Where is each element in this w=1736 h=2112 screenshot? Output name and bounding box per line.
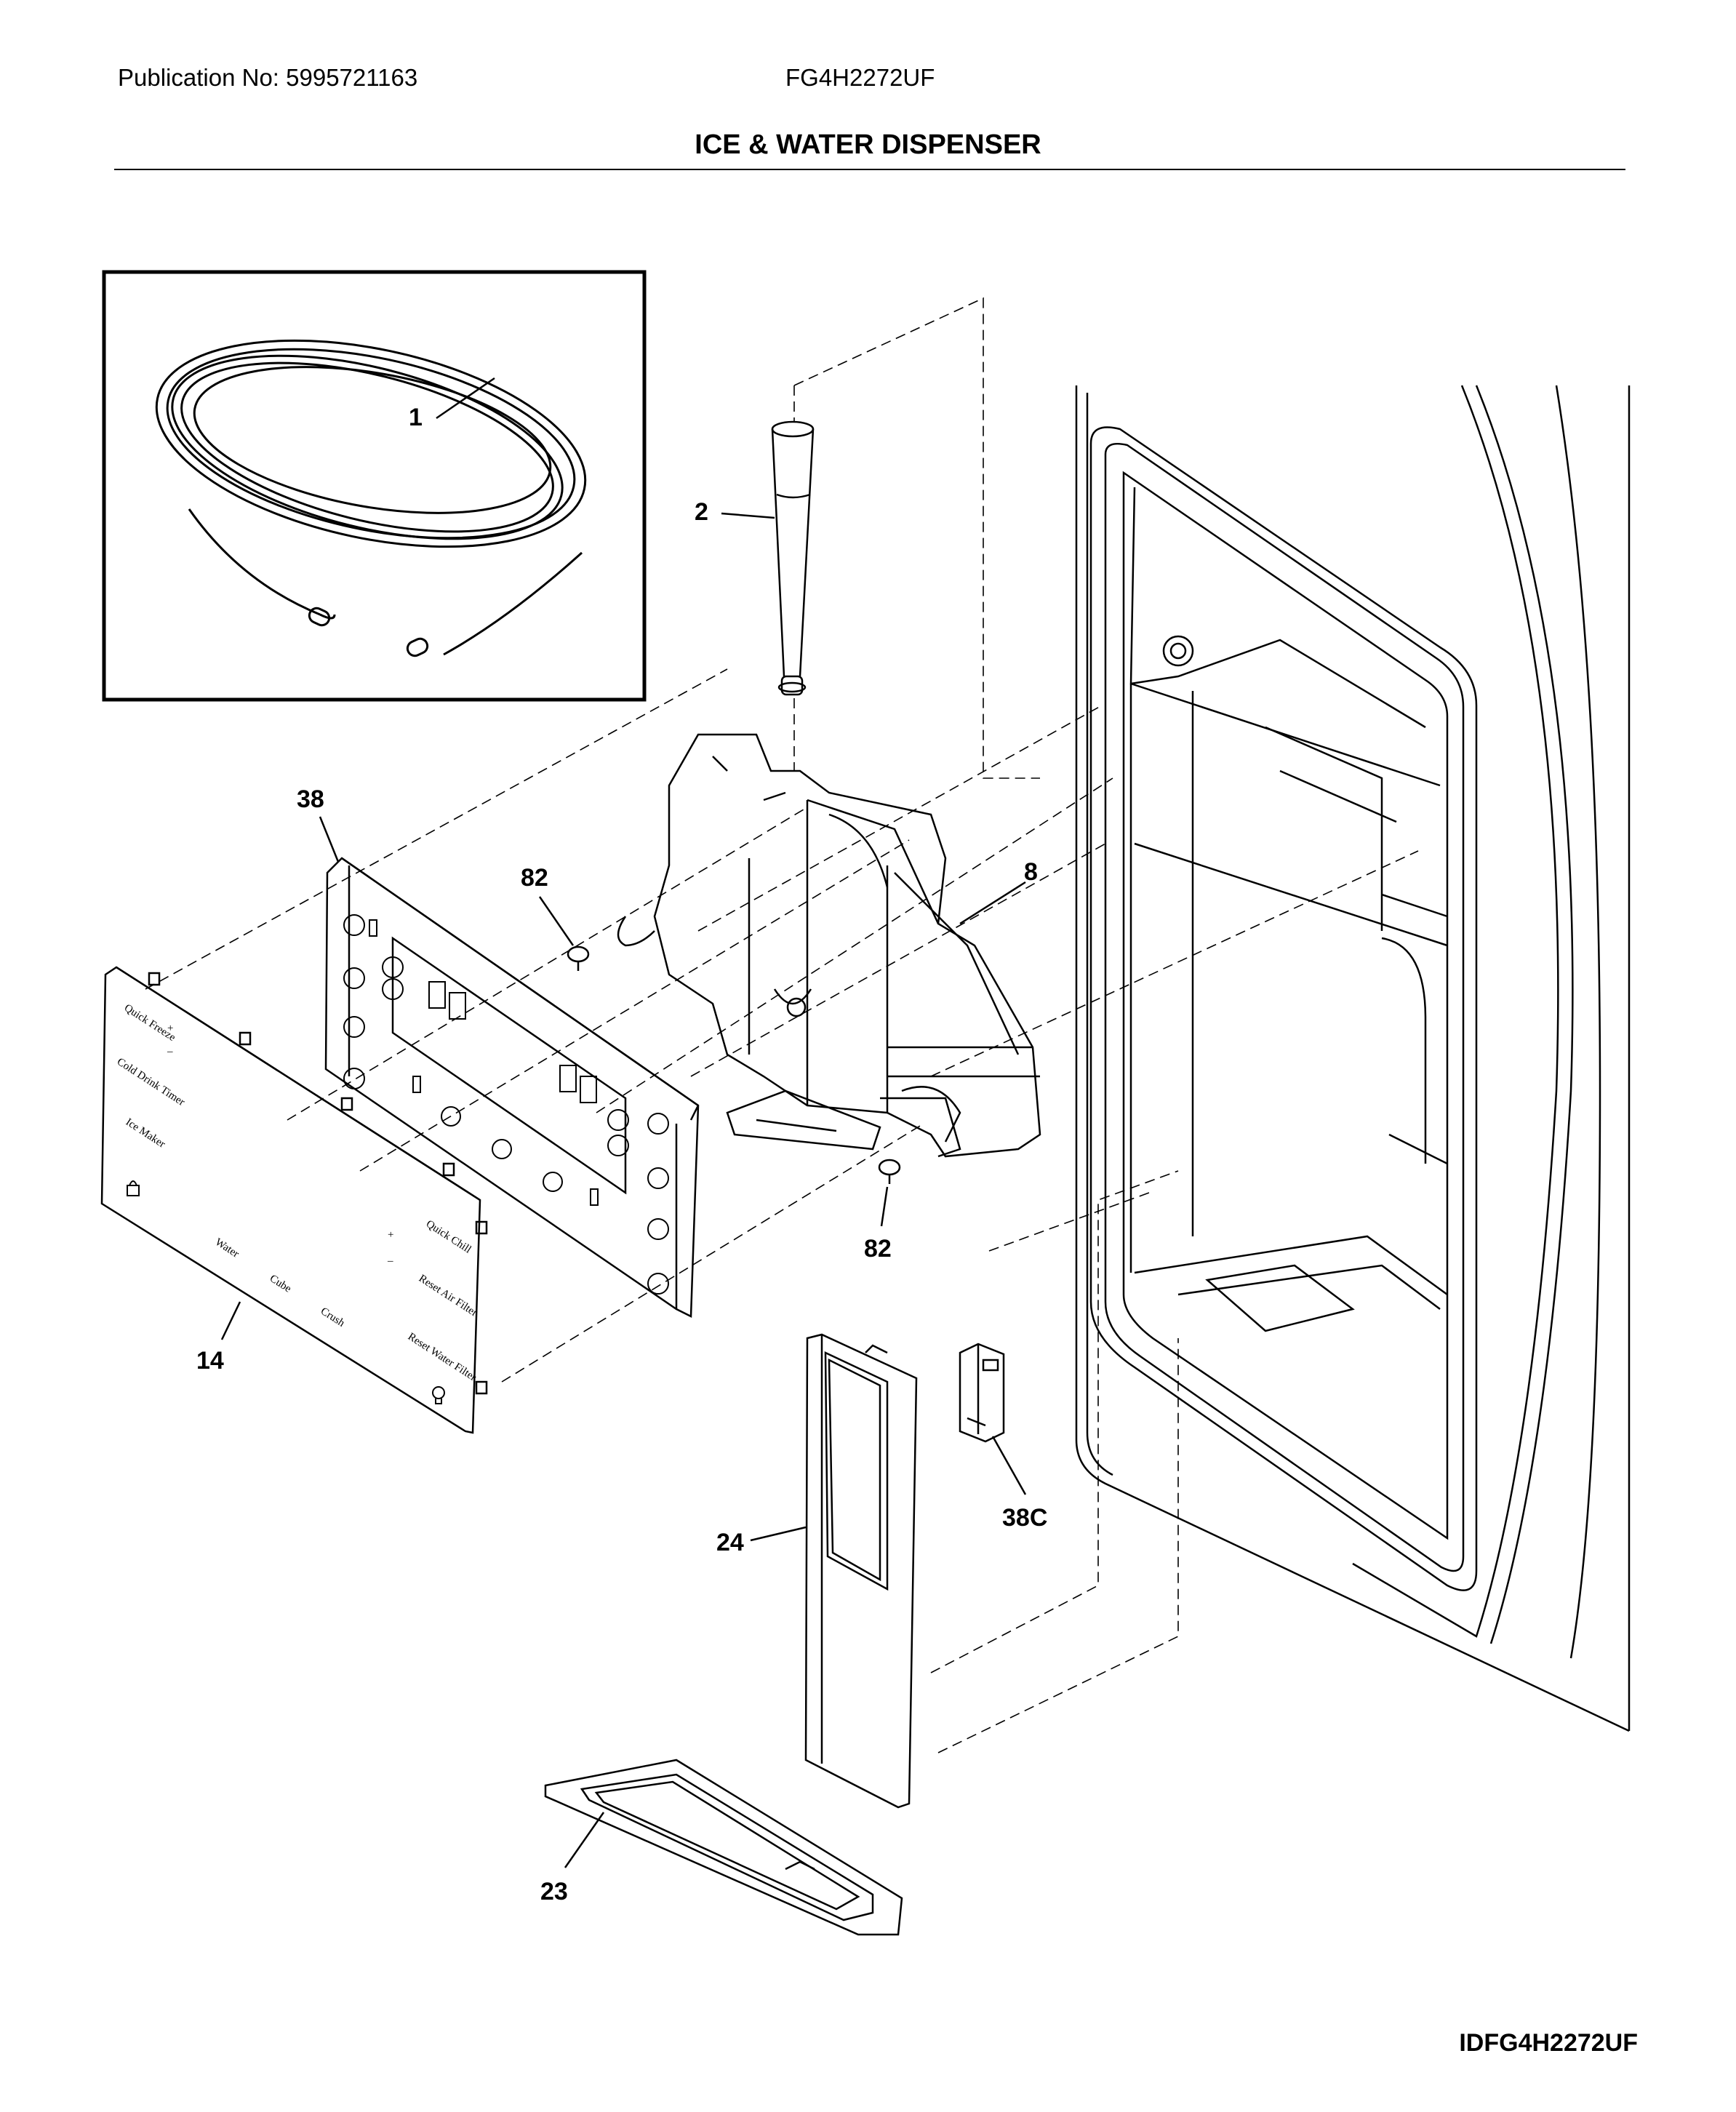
overlay-panel	[100, 966, 488, 1434]
callout-8: 8	[1024, 858, 1038, 886]
tube-inset-box	[102, 270, 647, 702]
screw-upper	[567, 945, 590, 971]
publication-number: Publication No: 5995721163	[118, 64, 418, 91]
overlay-label-reset-air: Reset Air Filter	[417, 1273, 479, 1319]
leader-lines	[220, 377, 1027, 1868]
callout-1: 1	[409, 404, 423, 431]
overlay-label-cold-drink: Cold Drink Timer	[115, 1056, 187, 1108]
callout-2: 2	[695, 498, 708, 526]
callout-82-upper: 82	[521, 864, 548, 892]
figure-id: IDFG4H2272UF	[1459, 2029, 1638, 2057]
overlay-plus-left: +	[167, 1023, 173, 1034]
overlay-label-crush: Crush	[319, 1305, 347, 1329]
callout-numbers: 1 2 8 38 82 82 14 24 38C 23	[196, 404, 1047, 1905]
lock-icon	[127, 1180, 140, 1196]
screw-lower	[878, 1159, 901, 1184]
dispenser-funnel	[771, 420, 815, 696]
overlay-plus-right: +	[388, 1229, 393, 1241]
control-board	[324, 857, 700, 1318]
overlay-label-reset-water: Reset Water Filter	[406, 1331, 479, 1384]
overlay-minus-right: –	[387, 1255, 393, 1267]
page-title: ICE & WATER DISPENSER	[695, 129, 1041, 160]
callout-38c: 38C	[1002, 1504, 1047, 1532]
overlay-label-ice-maker: Ice Maker	[124, 1116, 167, 1151]
refrigerator-door	[1075, 385, 1631, 1732]
callout-82-lower: 82	[864, 1235, 892, 1263]
callout-24: 24	[716, 1529, 744, 1556]
dispenser-switch	[959, 1343, 1005, 1443]
overlay-label-cube: Cube	[268, 1273, 294, 1295]
drip-tray	[544, 1759, 903, 1936]
dispenser-housing	[617, 733, 1041, 1158]
callout-38: 38	[297, 785, 324, 813]
overlay-label-water: Water	[213, 1236, 241, 1260]
overlay-label-quick-chill: Quick Chill	[424, 1218, 473, 1256]
assembly-dashed-lines	[145, 297, 1419, 1753]
control-board-buttons	[343, 914, 669, 1295]
title-rule	[114, 169, 1625, 170]
overlay-minus-left: –	[167, 1046, 173, 1057]
water-tube-coil	[155, 339, 587, 657]
model-number: FG4H2272UF	[785, 64, 935, 91]
bulb-icon	[432, 1386, 445, 1404]
callout-14: 14	[196, 1347, 224, 1375]
door-trim	[804, 1333, 918, 1809]
callout-23: 23	[540, 1878, 568, 1905]
